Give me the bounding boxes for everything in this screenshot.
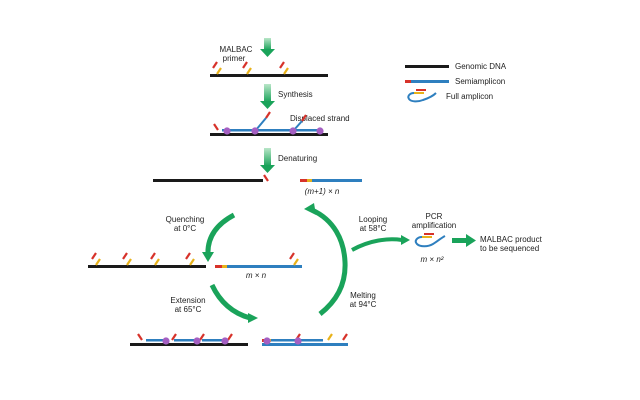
- product-label-line1: MALBAC product: [480, 235, 543, 244]
- melting-label-line1: Melting: [350, 291, 376, 300]
- melting-label-line2: at 94°C: [350, 300, 377, 309]
- row-displaced-strand: [210, 111, 328, 136]
- semiamplicon-strand: [262, 343, 348, 346]
- primer-label-line1: MALBAC: [220, 45, 253, 54]
- pcr-label-line2: amplification: [412, 221, 456, 230]
- primer: [242, 61, 252, 75]
- semiamplicon-strand: [227, 265, 302, 268]
- row-primer-annealing: [210, 61, 328, 77]
- looping-label-line1: Looping: [359, 215, 387, 224]
- full-amplicon-shape: [414, 233, 446, 248]
- extension-label-line2: at 65°C: [175, 305, 202, 314]
- arrow-to-pcr: [401, 235, 410, 245]
- arrow-to-primer: [260, 38, 275, 57]
- semiamplicon-strand: [312, 179, 362, 182]
- synthesis-label: Synthesis: [278, 90, 313, 99]
- primer-label-line2: primer: [223, 54, 246, 63]
- displaced-strand-label: Displaced strand: [290, 114, 350, 123]
- count-m-n-squared: m × n²: [421, 255, 444, 264]
- legend-full-amplicon: Full amplicon: [446, 92, 493, 101]
- legend-semiamplicon: Semiamplicon: [455, 77, 505, 86]
- genomic-strand: [210, 133, 328, 136]
- polymerase: [162, 337, 170, 345]
- polymerase: [289, 127, 297, 135]
- legend: Genomic DNA Semiamplicon Full amplicon: [405, 62, 507, 103]
- genomic-strand: [153, 179, 263, 182]
- arrow-extension: [248, 313, 258, 323]
- row-extended: [130, 333, 348, 346]
- legend-genomic-swatch: [405, 65, 449, 68]
- arrow-quenching: [202, 252, 214, 262]
- legend-semiamplicon-swatch: [411, 80, 449, 83]
- count-m-n: m × n: [246, 271, 267, 280]
- denaturing-label: Denaturing: [278, 154, 317, 163]
- arrow-synthesis: [260, 84, 275, 109]
- genomic-strand: [88, 265, 206, 268]
- pcr-label-line1: PCR: [426, 212, 443, 221]
- primer: [279, 61, 289, 75]
- row-quenched: [88, 252, 302, 268]
- polymerase: [263, 337, 271, 345]
- polymerase: [251, 127, 259, 135]
- polymerase: [223, 127, 231, 135]
- legend-genomic-dna: Genomic DNA: [455, 62, 507, 71]
- arrow-to-product: [466, 234, 476, 247]
- primer: [212, 61, 222, 75]
- genomic-strand: [130, 343, 248, 346]
- quenching-label-line2: at 0°C: [174, 224, 197, 233]
- genomic-strand: [210, 74, 328, 77]
- full-amplicon-icon: [407, 89, 437, 103]
- count-m-plus-1-n: (m+1) × n: [305, 187, 340, 196]
- looping-label-line2: at 58°C: [360, 224, 387, 233]
- quenching-label-line1: Quenching: [166, 215, 205, 224]
- arrow-melting-looping: [304, 203, 316, 215]
- polymerase: [316, 127, 324, 135]
- polymerase: [221, 337, 229, 345]
- extension-label-line1: Extension: [170, 296, 205, 305]
- product-label-line2: to be sequenced: [480, 244, 539, 253]
- row-denatured: [153, 174, 362, 182]
- polymerase: [193, 337, 201, 345]
- polymerase: [294, 337, 302, 345]
- arrow-denaturing: [260, 148, 275, 173]
